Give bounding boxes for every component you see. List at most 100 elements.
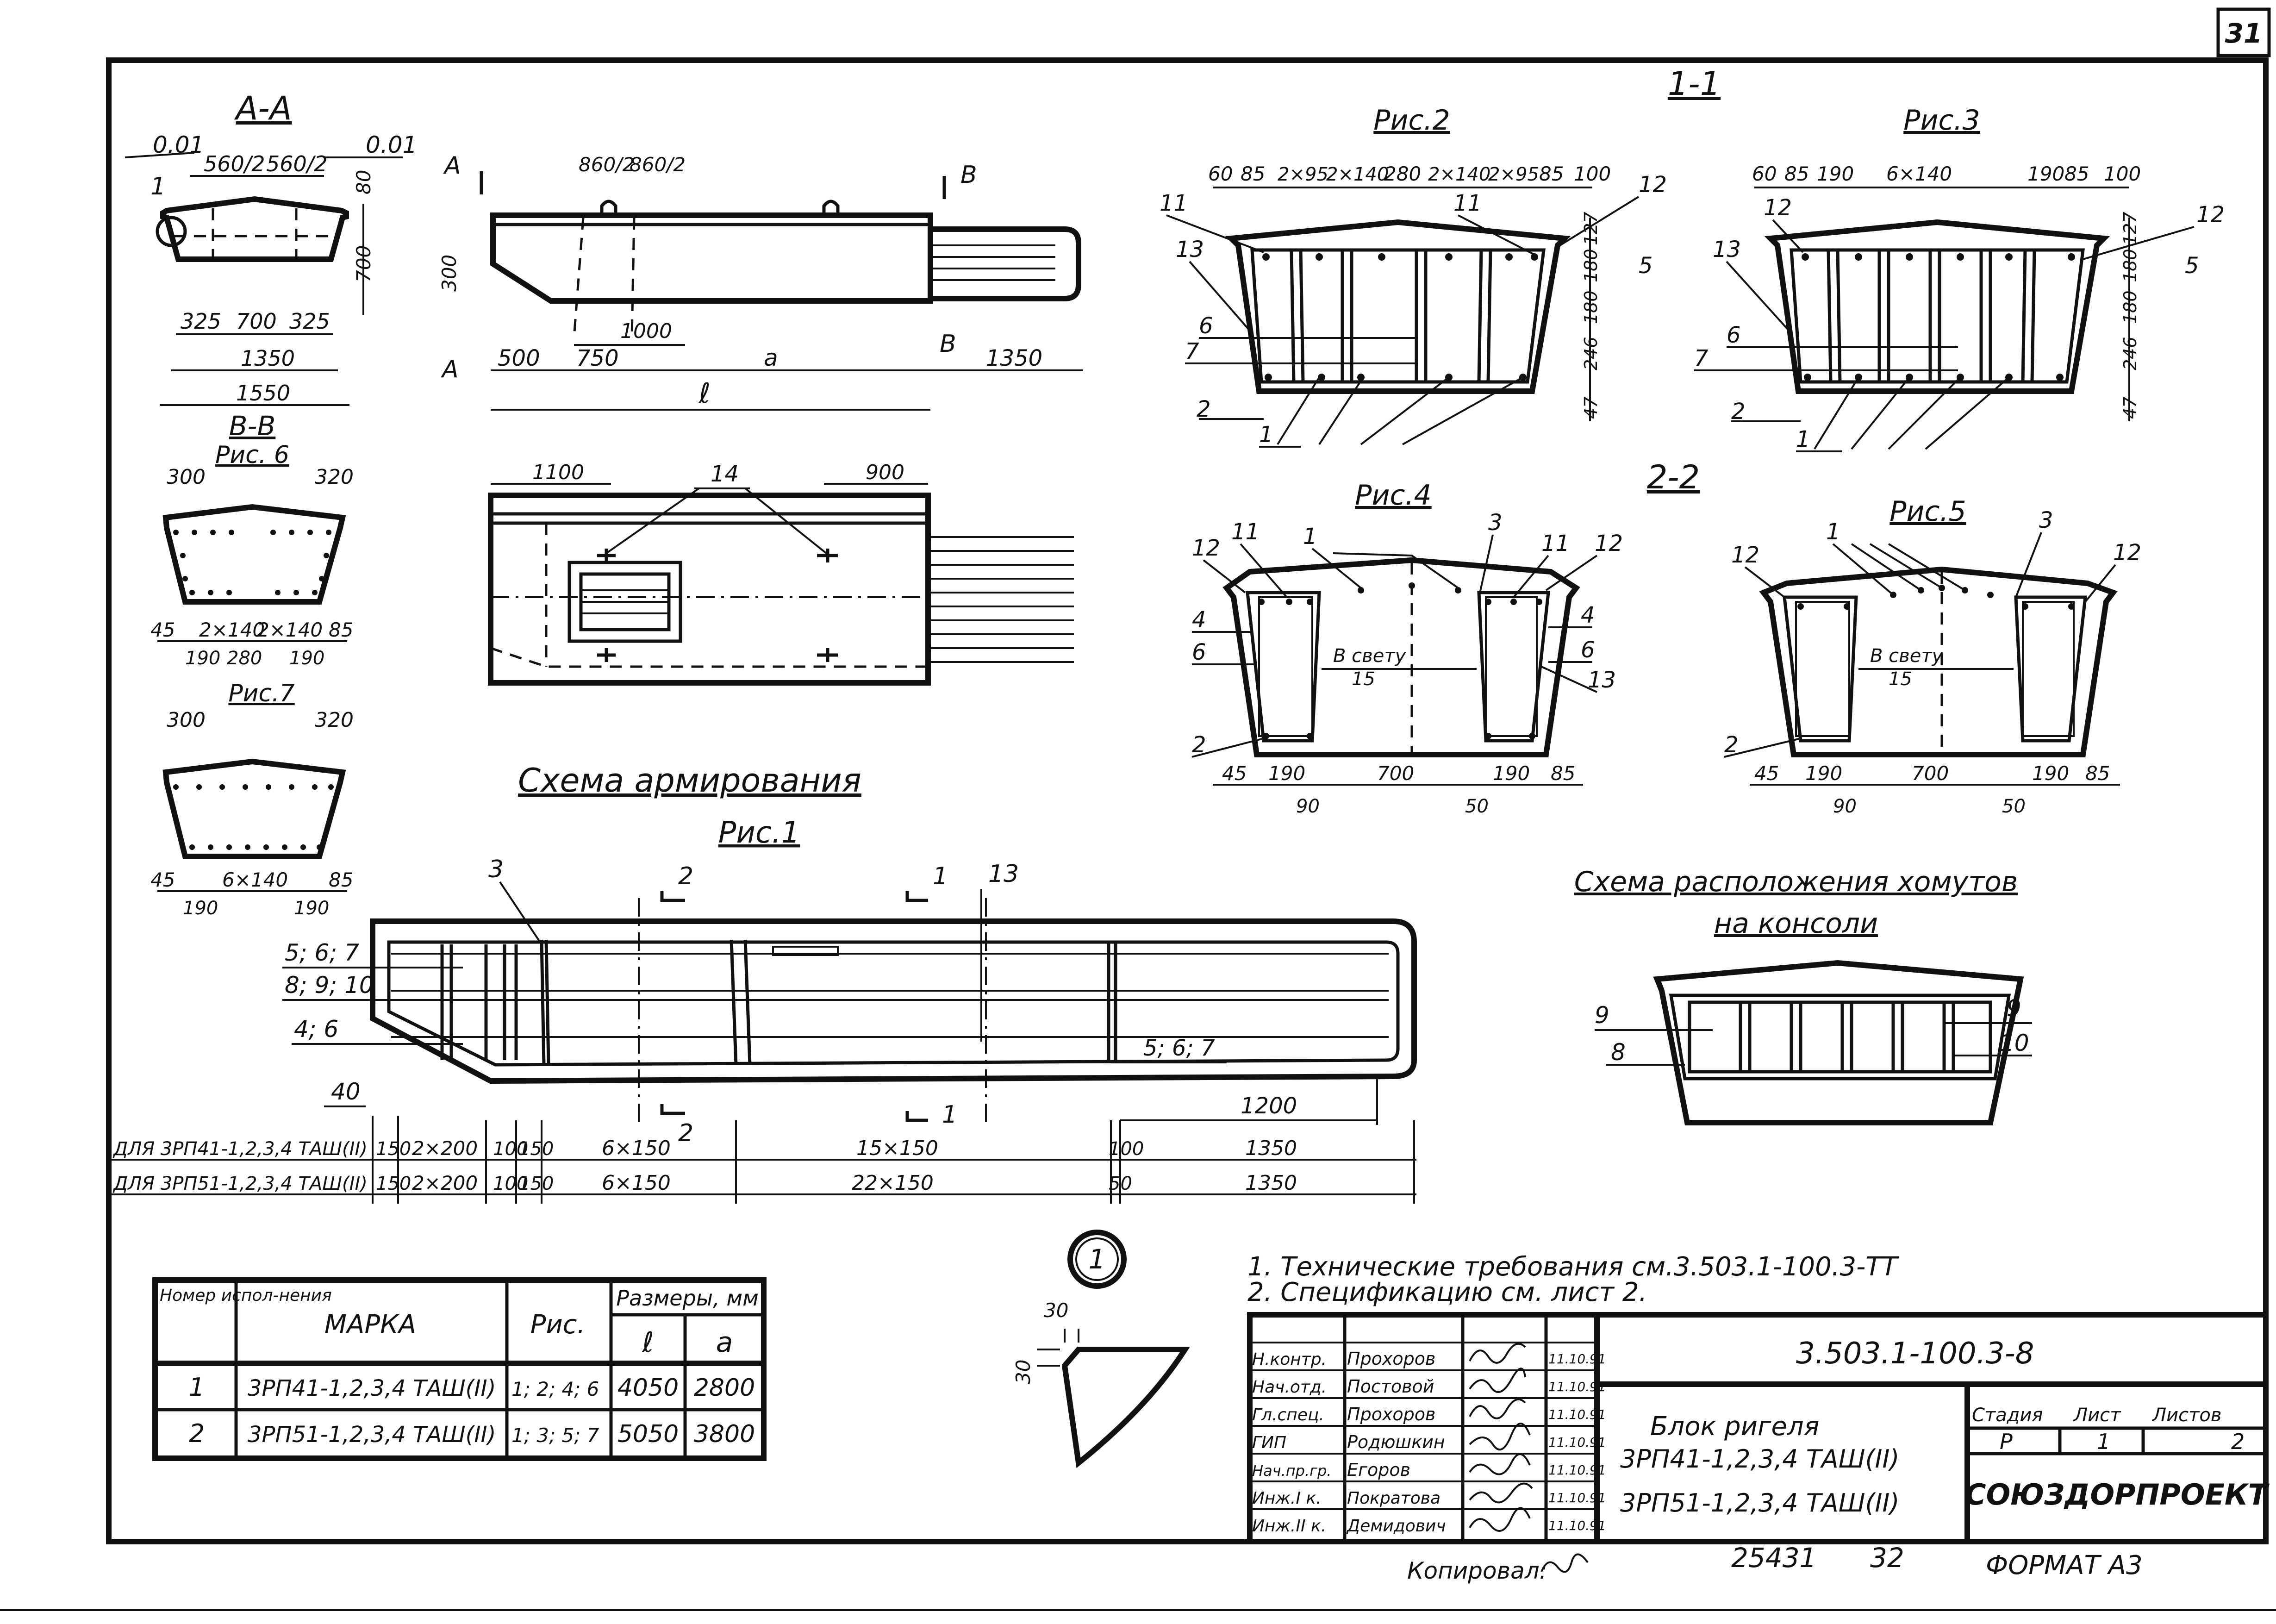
svg-text:1: 1 <box>933 862 948 890</box>
svg-text:190: 190 <box>183 898 218 919</box>
svg-text:11.10.91: 11.10.91 <box>1548 1379 1606 1394</box>
svg-text:13: 13 <box>1588 667 1616 693</box>
svg-text:190: 190 <box>1805 762 1842 785</box>
svg-text:50: 50 <box>1465 796 1489 817</box>
stirrup-scheme: Схема расположения хомутов на консоли 9 … <box>1574 866 2032 1125</box>
doc-name-2: 3РП41-1,2,3,4 ТАШ(II) <box>1620 1444 1899 1474</box>
svg-text:190: 190 <box>185 648 220 669</box>
svg-text:700: 700 <box>1912 762 1949 785</box>
svg-text:3: 3 <box>2039 507 2053 533</box>
section-11-title: 1-1 <box>1668 65 1721 103</box>
svg-text:4; 6: 4; 6 <box>294 1016 338 1043</box>
elevation-body <box>490 212 933 304</box>
section-aa-title: А-А <box>234 89 292 127</box>
svg-text:150: 150 <box>518 1138 554 1160</box>
svg-text:В свету: В свету <box>1333 645 1407 667</box>
svg-text:100: 100 <box>493 1173 528 1194</box>
svg-text:190: 190 <box>1493 762 1530 785</box>
svg-text:В: В <box>960 161 977 189</box>
svg-text:1; 2; 4; 6: 1; 2; 4; 6 <box>511 1378 599 1400</box>
svg-text:190: 190 <box>2032 762 2069 785</box>
svg-text:ℓ: ℓ <box>698 377 711 410</box>
svg-text:Прохоров: Прохоров <box>1347 1404 1435 1424</box>
section-22: 2-2 Рис.4 11 1 3 11 12 12 4 6 4 6 13 2 <box>1191 458 2141 817</box>
format-label: ФОРМАТ А3 <box>1986 1550 2143 1580</box>
svg-text:2×140: 2×140 <box>199 618 265 641</box>
svg-text:100: 100 <box>1574 162 1611 185</box>
svg-text:1350: 1350 <box>1245 1137 1297 1160</box>
svg-text:1000: 1000 <box>620 319 672 343</box>
fig3-outline <box>1764 219 2110 394</box>
svg-text:3800: 3800 <box>694 1420 755 1448</box>
svg-text:12: 12 <box>1595 531 1623 556</box>
svg-text:190: 190 <box>1268 762 1305 785</box>
note-1: 1. Технические требования см.3.503.1-100… <box>1247 1252 1899 1282</box>
svg-text:12: 12 <box>1639 172 1667 198</box>
svg-text:100: 100 <box>493 1138 528 1160</box>
inventory-no: 25431 <box>1731 1542 1817 1574</box>
fig5-outline <box>1759 566 2118 757</box>
svg-text:Пократова: Пократова <box>1347 1489 1440 1508</box>
stirrup-outline <box>1653 960 2024 1125</box>
svg-text:100: 100 <box>1109 1138 1144 1160</box>
svg-text:90: 90 <box>1833 796 1857 817</box>
svg-text:1: 1 <box>1303 524 1317 550</box>
detail-1-marker <box>1067 1230 1127 1289</box>
fig5-label: Рис.5 <box>1889 495 1966 528</box>
sheet-outer-frame <box>106 57 2269 1544</box>
svg-text:7: 7 <box>1185 338 1199 364</box>
svg-text:Н.контр.: Н.контр. <box>1252 1350 1327 1369</box>
svg-text:190: 190 <box>294 898 329 919</box>
svg-text:2800: 2800 <box>694 1374 755 1402</box>
fig4-label: Рис.4 <box>1355 479 1431 512</box>
svg-text:30: 30 <box>1012 1360 1035 1384</box>
svg-text:900: 900 <box>866 461 904 484</box>
aa-w325b: 325 <box>289 309 330 334</box>
svg-text:В: В <box>940 330 956 358</box>
svg-text:45: 45 <box>1222 762 1247 785</box>
svg-text:13: 13 <box>988 860 1019 888</box>
svg-text:280: 280 <box>227 648 262 669</box>
aa-h80: 80 <box>352 170 375 194</box>
svg-text:6: 6 <box>1199 313 1213 339</box>
svg-text:Прохоров: Прохоров <box>1347 1349 1435 1369</box>
svg-text:1: 1 <box>189 1373 205 1402</box>
svg-text:5: 5 <box>1639 253 1653 279</box>
svg-text:ГИП: ГИП <box>1252 1433 1286 1452</box>
svg-text:85: 85 <box>1784 162 1809 185</box>
section-bb-title: В-В <box>229 410 276 442</box>
svg-text:1: 1 <box>1796 426 1810 452</box>
svg-text:320: 320 <box>315 465 354 489</box>
svg-text:11: 11 <box>1541 531 1570 556</box>
mark-1-circle <box>156 216 187 247</box>
svg-text:15×150: 15×150 <box>856 1137 938 1160</box>
svg-text:11.10.91: 11.10.91 <box>1548 1462 1606 1478</box>
note-2: 2. Спецификацию см. лист 2. <box>1247 1277 1647 1307</box>
svg-text:500: 500 <box>498 345 540 371</box>
mark-1: 1 <box>150 173 166 200</box>
fig3-label: Рис.3 <box>1903 104 1980 137</box>
svg-text:А: А <box>443 152 461 180</box>
table-row: 1 3РП41-1,2,3,4 ТАШ(II) 1; 2; 4; 6 4050 … <box>189 1373 755 1402</box>
svg-text:860/2: 860/2 <box>630 153 686 176</box>
svg-text:3: 3 <box>488 856 504 883</box>
sheet-header: Лист <box>2073 1405 2121 1426</box>
svg-text:В свету: В свету <box>1870 645 1944 667</box>
svg-text:6: 6 <box>1192 639 1206 665</box>
svg-text:Демидович: Демидович <box>1346 1517 1446 1536</box>
svg-text:860/2: 860/2 <box>579 153 635 176</box>
svg-text:300: 300 <box>167 708 206 732</box>
signatures <box>1469 1343 1533 1532</box>
slope-right: 0.01 <box>366 131 417 158</box>
svg-text:12: 12 <box>1192 535 1220 561</box>
svg-text:1; 3; 5; 7: 1; 3; 5; 7 <box>511 1424 599 1447</box>
svg-text:12: 12 <box>1731 542 1759 568</box>
svg-text:a: a <box>764 344 778 371</box>
svg-text:15: 15 <box>1352 668 1375 690</box>
stage-value: Р <box>2000 1429 2013 1454</box>
fig1-label: Рис.1 <box>718 816 800 850</box>
reinf-title: Схема армирования <box>518 762 861 800</box>
reinforcement-scheme: Схема армирования Рис.1 3 2 1 13 2 1 5; … <box>111 762 1417 1204</box>
svg-text:45: 45 <box>150 618 175 641</box>
svg-text:85: 85 <box>329 618 353 641</box>
